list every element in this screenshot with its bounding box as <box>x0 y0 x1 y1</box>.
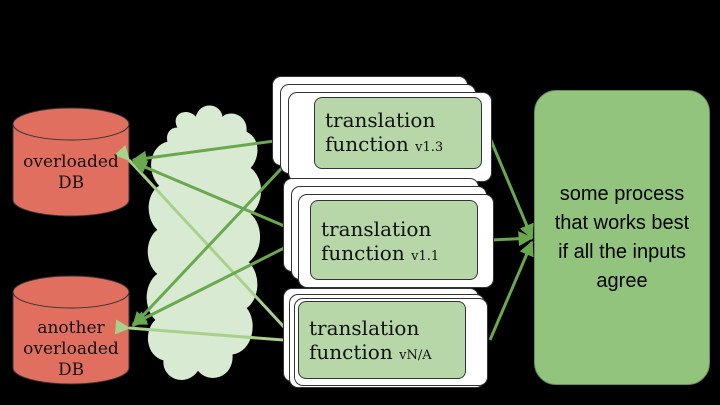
database-label-1: overloaded DB <box>13 152 129 194</box>
function-2-version: v1.1 <box>411 249 440 264</box>
function-3-line-2: function vN/A <box>309 340 457 368</box>
function-3-version: vN/A <box>399 348 432 363</box>
database-cylinder-2 <box>12 275 130 385</box>
database-2-line-1: another <box>37 318 105 338</box>
function-2-line-1: translation <box>321 217 432 241</box>
translation-function-vn-a: translation function vN/A <box>298 301 466 379</box>
function-1-line-2: function v1.3 <box>325 132 473 160</box>
database-2-line-3: DB <box>57 360 85 380</box>
light-connectors <box>114 145 298 343</box>
function-2-line-2: function v1.1 <box>321 241 469 269</box>
function-1-line-1: translation <box>325 108 436 132</box>
database-2-line-2: overloaded <box>23 339 119 359</box>
function-3-line-1: translation <box>309 316 420 340</box>
function-1-word: function <box>325 132 409 156</box>
database-1-line-2: DB <box>57 173 85 193</box>
database-1-line-1: overloaded <box>23 152 119 172</box>
function-1-version: v1.3 <box>415 140 444 155</box>
translation-function-v1-1: translation function v1.1 <box>310 200 478 280</box>
function-2-word: function <box>321 241 405 265</box>
aggregation-process: some process that works best if all the … <box>534 90 710 385</box>
process-label: some process that works best if all the … <box>554 182 690 292</box>
translation-function-v1-3: translation function v1.3 <box>314 97 482 169</box>
function-3-word: function <box>309 340 393 364</box>
database-label-2: another overloaded DB <box>13 318 129 381</box>
database-cylinder-1 <box>12 107 130 217</box>
